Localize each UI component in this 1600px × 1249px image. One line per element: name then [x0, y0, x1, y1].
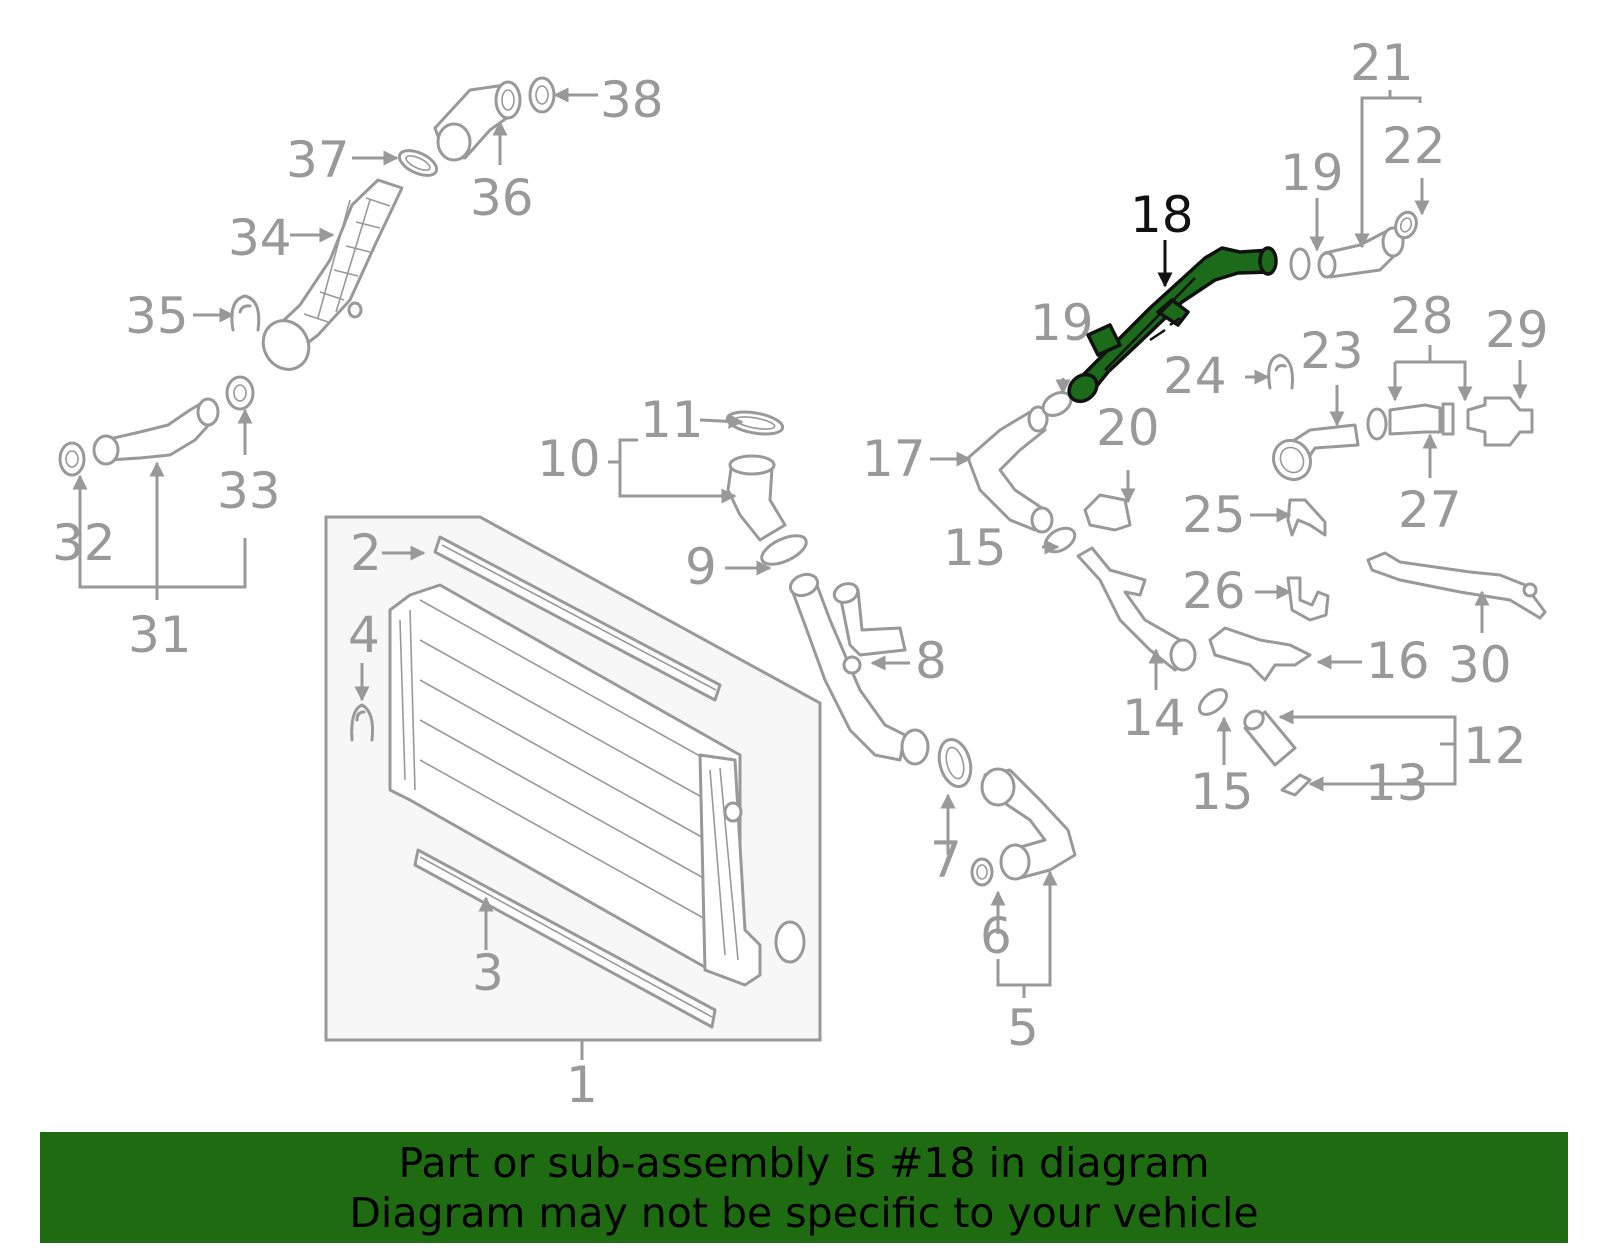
- callout-7: 7: [930, 831, 962, 889]
- callout-21: 21: [1350, 34, 1414, 92]
- callout-19-lower: 19: [1030, 294, 1094, 352]
- callout-12: 12: [1463, 717, 1527, 775]
- callout-23: 23: [1300, 322, 1364, 380]
- callout-20: 20: [1096, 399, 1160, 457]
- upper-left-hoses: [58, 76, 556, 477]
- callout-36: 36: [470, 169, 534, 227]
- callout-17: 17: [862, 430, 926, 488]
- callout-13: 13: [1365, 754, 1429, 812]
- callout-22: 22: [1382, 117, 1446, 175]
- callout-2: 2: [350, 524, 382, 582]
- callout-11: 11: [640, 391, 704, 449]
- callout-16: 16: [1366, 632, 1430, 690]
- callout-31: 31: [128, 606, 192, 664]
- highlighted-part-18: [1067, 246, 1278, 404]
- callout-34: 34: [228, 209, 292, 267]
- banner-line-1: Part or sub-assembly is #18 in diagram: [398, 1138, 1210, 1187]
- callout-37: 37: [286, 131, 350, 189]
- callout-33: 33: [217, 462, 281, 520]
- callout-3: 3: [472, 944, 504, 1002]
- callout-28: 28: [1390, 287, 1454, 345]
- callout-29: 29: [1485, 301, 1549, 359]
- leader-lines: [72, 87, 1528, 1060]
- callout-labels: 1 2 3 4 5 6 7 8 9 10 11 12 13 14 15 15 1…: [52, 34, 1549, 1114]
- callout-35: 35: [125, 287, 189, 345]
- callout-4: 4: [348, 606, 380, 664]
- banner-line-2: Diagram may not be specific to your vehi…: [349, 1188, 1259, 1237]
- intercooler-assembly: [324, 515, 822, 1042]
- right-side-parts: [966, 210, 1547, 797]
- callout-1: 1: [566, 1056, 598, 1114]
- callout-18: 18: [1130, 186, 1194, 244]
- callout-25: 25: [1182, 486, 1246, 544]
- callout-15-lower: 15: [1190, 763, 1254, 821]
- callout-9: 9: [685, 538, 717, 596]
- callout-15-upper: 15: [943, 519, 1007, 577]
- part-notice-banner: Part or sub-assembly is #18 in diagram D…: [40, 1132, 1568, 1243]
- callout-14: 14: [1122, 689, 1186, 747]
- callout-24: 24: [1163, 347, 1227, 405]
- callout-27: 27: [1398, 481, 1462, 539]
- callout-8: 8: [915, 632, 947, 690]
- callout-30: 30: [1448, 636, 1512, 694]
- callout-10: 10: [537, 430, 601, 488]
- callout-26: 26: [1182, 562, 1246, 620]
- callout-38: 38: [600, 71, 664, 129]
- callout-6: 6: [980, 907, 1012, 965]
- callout-5: 5: [1007, 999, 1039, 1057]
- callout-32: 32: [52, 514, 116, 572]
- callout-19-upper: 19: [1280, 144, 1344, 202]
